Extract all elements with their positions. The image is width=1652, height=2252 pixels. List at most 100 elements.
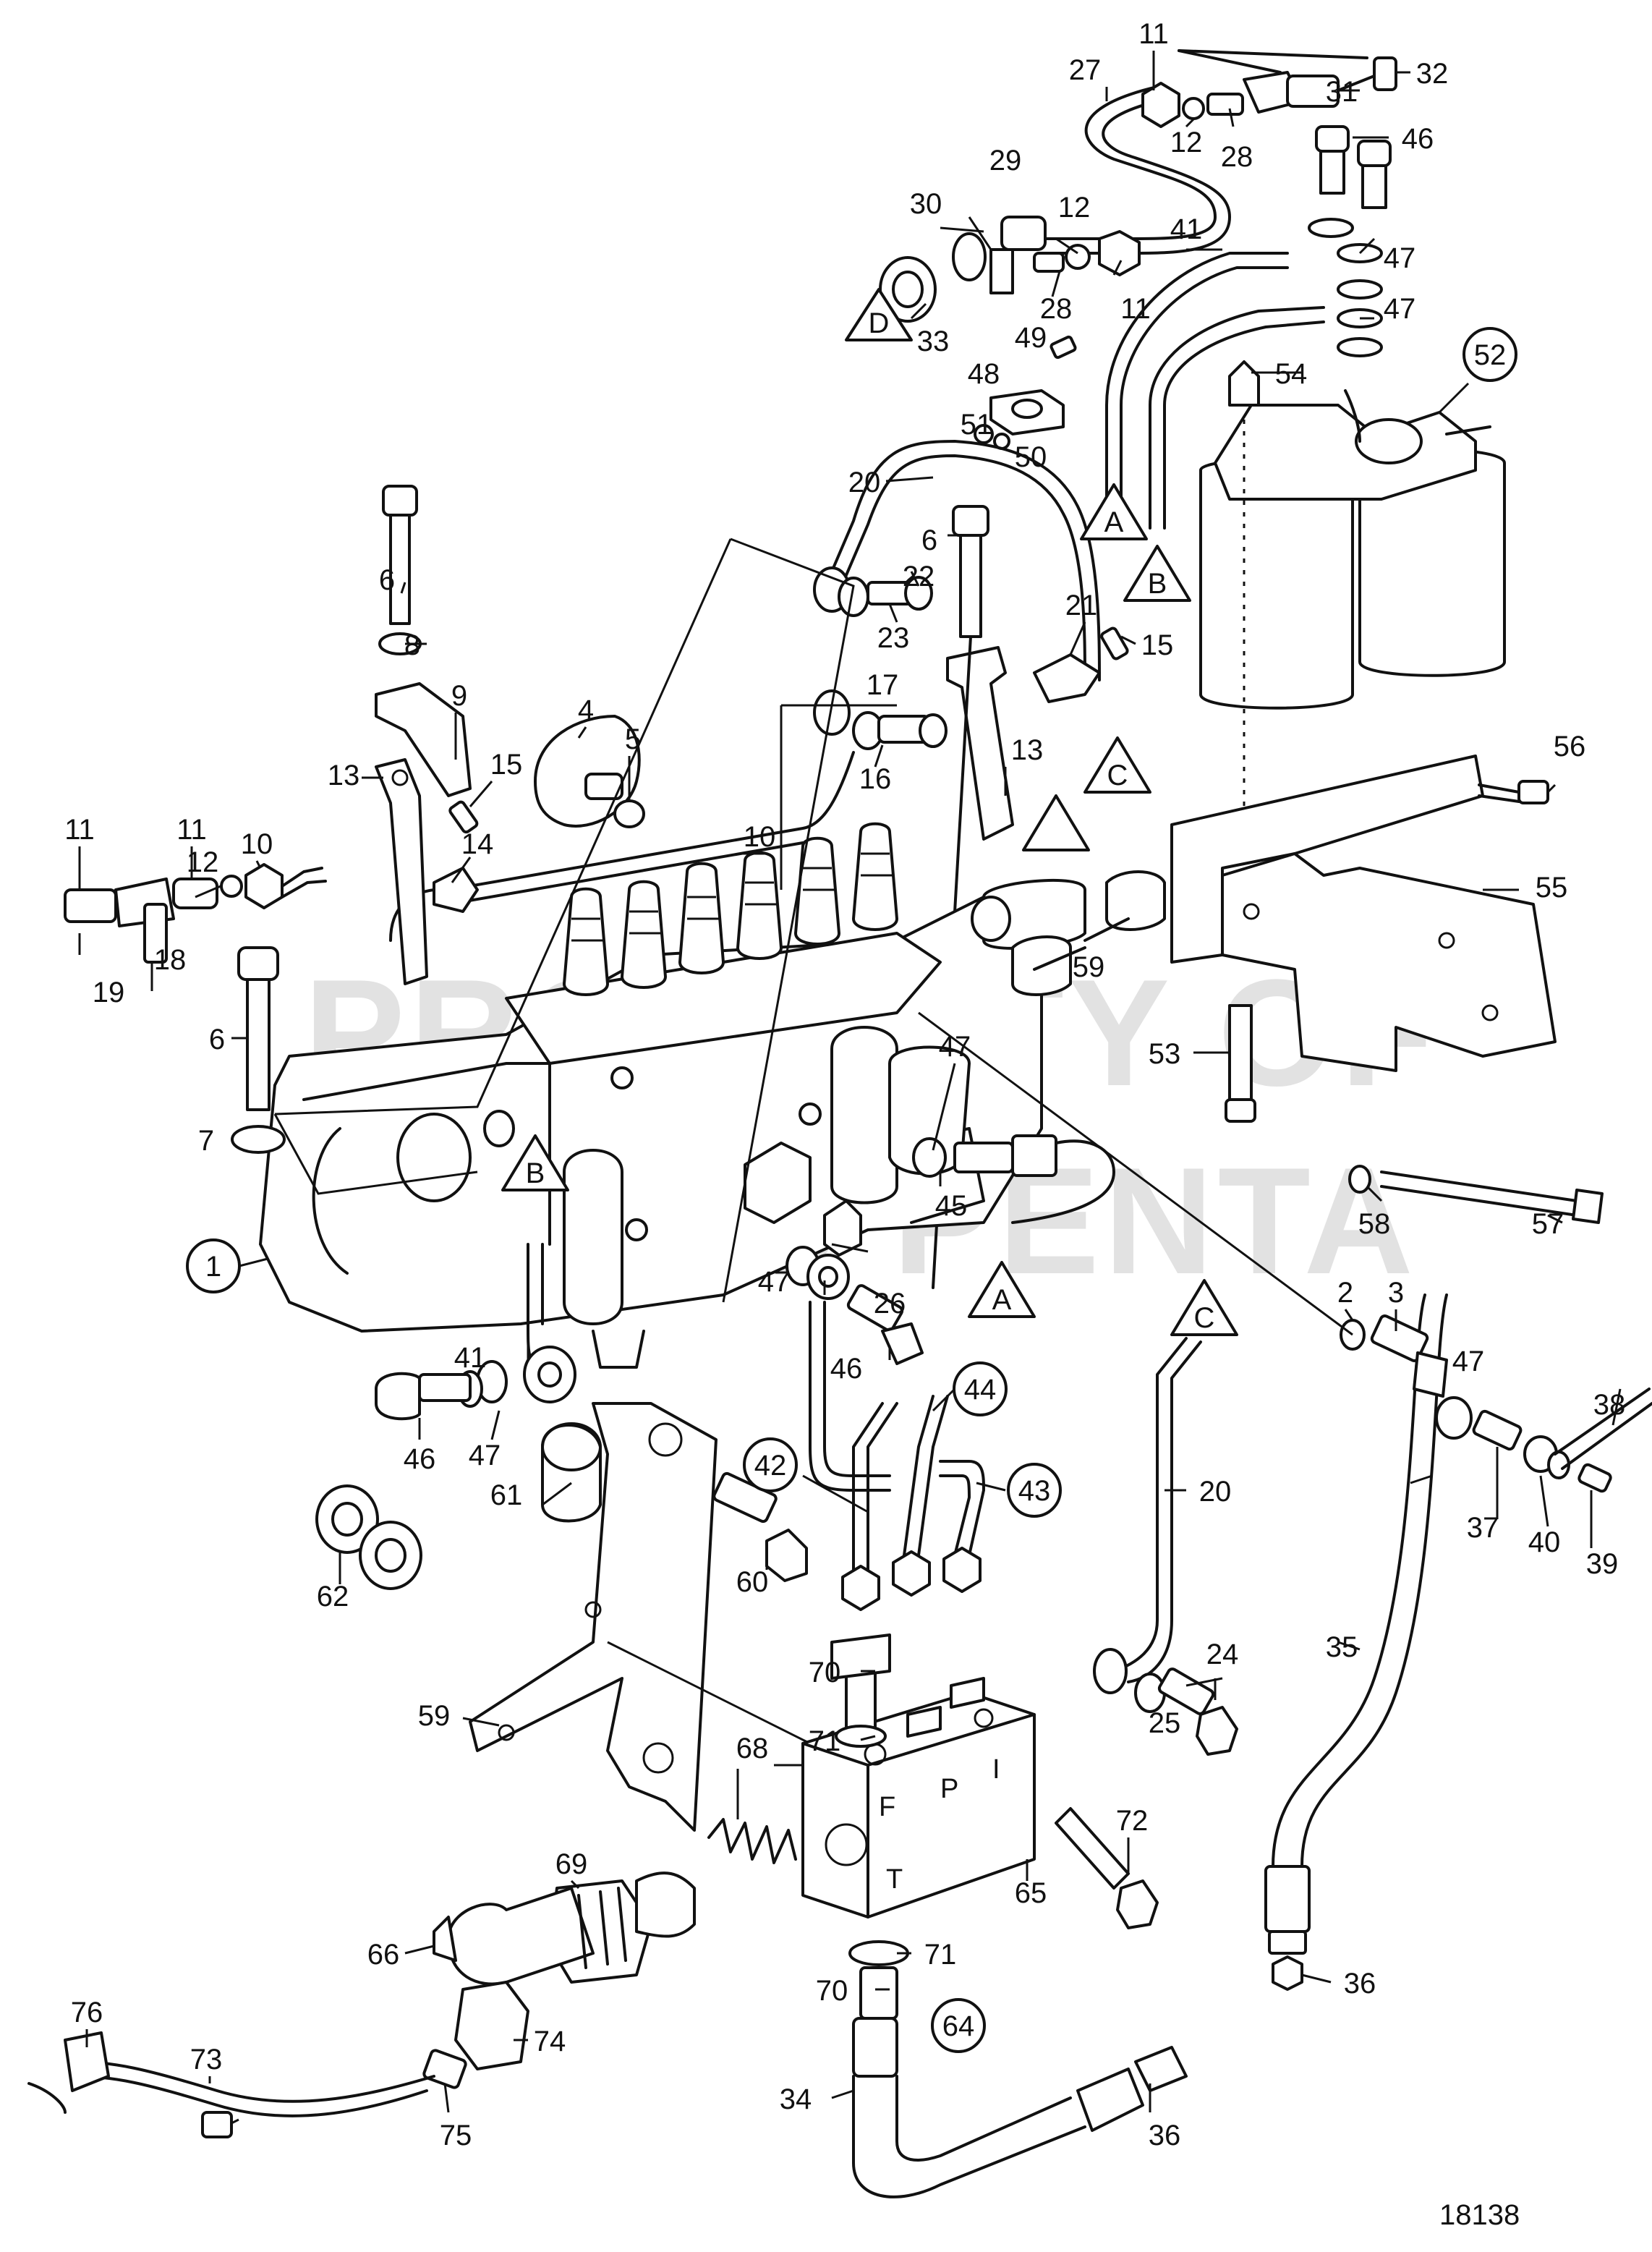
banjo-47-46-center bbox=[785, 1246, 924, 1492]
hose-34 bbox=[848, 1940, 1188, 2198]
part-label-66: 66 bbox=[367, 1939, 400, 1971]
fuel-line-to-b bbox=[1149, 306, 1325, 530]
part-label-10b: 10 bbox=[241, 828, 273, 860]
clamp-48 bbox=[974, 335, 1077, 450]
part-label-18: 18 bbox=[154, 944, 187, 976]
part-label-56: 56 bbox=[1554, 731, 1586, 762]
frame-line-left bbox=[273, 538, 732, 1195]
part-label-46c: 46 bbox=[404, 1443, 436, 1475]
connector-cable bbox=[27, 1981, 529, 2138]
circled-part-43: 43 bbox=[1007, 1463, 1062, 1518]
part-label-67: 68 bbox=[736, 1733, 769, 1764]
part-label-49: 49 bbox=[1015, 322, 1047, 354]
drawing-number: 18138 bbox=[1439, 2199, 1520, 2231]
part-label-54: 54 bbox=[1275, 358, 1308, 390]
part-label-15b: 15 bbox=[490, 749, 523, 781]
port-label-p: P bbox=[940, 1774, 958, 1804]
part-label-71: 72 bbox=[1116, 1805, 1149, 1837]
circled-part-52: 52 bbox=[1462, 327, 1517, 382]
circled-part-1: 1 bbox=[186, 1238, 268, 1293]
part-label-6b: 6 bbox=[379, 564, 395, 596]
part-label-41: 41 bbox=[1170, 213, 1203, 245]
part-label-65: 65 bbox=[1015, 1877, 1047, 1909]
part-label-30: 30 bbox=[910, 188, 942, 220]
part-label-7: 7 bbox=[198, 1125, 214, 1157]
part-label-37: 37 bbox=[1467, 1512, 1499, 1544]
part-label-11b: 11 bbox=[1120, 293, 1151, 325]
fittings-2-3-37-40 bbox=[918, 1011, 1652, 1493]
part-label-74: 75 bbox=[440, 2120, 472, 2151]
circled-part-44: 44 bbox=[953, 1361, 1008, 1416]
part-label-55: 55 bbox=[1536, 872, 1568, 904]
part-label-34: 34 bbox=[780, 2083, 812, 2115]
ref-triangle-c-top: C bbox=[1083, 736, 1151, 794]
pipe-27 bbox=[1040, 85, 1217, 240]
part-label-61: 60 bbox=[736, 1566, 769, 1598]
svg-text:B: B bbox=[526, 1157, 545, 1189]
part-label-39: 39 bbox=[1586, 1548, 1619, 1580]
part-label-8: 8 bbox=[404, 629, 420, 661]
pipe-20-upper bbox=[830, 440, 1101, 681]
part-label-11: 11 bbox=[1138, 18, 1169, 50]
part-label-11d: 11 bbox=[176, 814, 207, 846]
ref-triangle-b-lower: B bbox=[501, 1134, 569, 1191]
banjo-41-lower bbox=[375, 1243, 576, 1421]
circled-part-42: 42 bbox=[743, 1437, 798, 1492]
svg-text:C: C bbox=[1107, 760, 1128, 791]
part-label-50: 50 bbox=[1015, 441, 1047, 473]
part-label-72: 73 bbox=[190, 2044, 223, 2075]
part-label-45: 45 bbox=[935, 1190, 968, 1222]
ref-triangle-b-top: B bbox=[1123, 545, 1191, 602]
part-label-5: 5 bbox=[625, 723, 641, 755]
part-label-53: 53 bbox=[1149, 1038, 1181, 1070]
bracket-9-left bbox=[375, 485, 472, 985]
part-label-12: 12 bbox=[1170, 127, 1203, 158]
part-label-6: 6 bbox=[921, 524, 937, 556]
part-label-59: 59 bbox=[1073, 951, 1105, 983]
ref-triangle-a-top: A bbox=[1080, 483, 1148, 540]
bolt-6-lower-left bbox=[231, 946, 286, 1154]
spring-67-valve-68 bbox=[433, 1818, 797, 1986]
part-label-25: 25 bbox=[1149, 1707, 1181, 1739]
part-label-31: 31 bbox=[1326, 76, 1358, 108]
part-label-9: 9 bbox=[451, 680, 467, 712]
part-label-75: 76 bbox=[71, 1997, 103, 2028]
part-label-24: 24 bbox=[1206, 1639, 1239, 1670]
part-label-35: 35 bbox=[1326, 1631, 1358, 1663]
part-label-63: 62 bbox=[317, 1581, 349, 1612]
part-label-33: 33 bbox=[917, 326, 950, 357]
bracket-55 bbox=[971, 755, 1604, 1224]
part-label-23: 23 bbox=[877, 622, 910, 654]
ref-triangle-c-lower: C bbox=[1170, 1279, 1238, 1336]
part-label-3: 3 bbox=[1388, 1277, 1404, 1309]
part-label-15: 15 bbox=[1141, 629, 1174, 661]
part-label-17: 17 bbox=[867, 669, 899, 701]
part-label-10: 10 bbox=[744, 821, 776, 853]
svg-text:A: A bbox=[992, 1284, 1012, 1316]
pipe-20-lower bbox=[1093, 1337, 1238, 1756]
svg-text:B: B bbox=[1148, 568, 1167, 600]
part-label-47b: 47 bbox=[1384, 293, 1416, 325]
part-label-47f: 47 bbox=[1452, 1346, 1485, 1377]
svg-text:64: 64 bbox=[942, 2010, 975, 2042]
part-label-13b: 13 bbox=[1011, 734, 1044, 766]
part-label-12c: 12 bbox=[187, 846, 219, 878]
part-label-4: 4 bbox=[578, 694, 594, 726]
part-label-70b: 71 bbox=[924, 1939, 957, 1971]
part-label-40: 40 bbox=[1528, 1526, 1561, 1558]
screw-15-left bbox=[448, 800, 479, 834]
port-label-t: T bbox=[886, 1864, 903, 1895]
part-label-41b: 41 bbox=[454, 1342, 487, 1374]
part-label-6c: 6 bbox=[209, 1024, 225, 1055]
bracket-60 bbox=[315, 1402, 869, 1832]
cover-4 bbox=[534, 715, 645, 828]
part-label-19: 19 bbox=[93, 977, 125, 1008]
svg-text:D: D bbox=[869, 307, 890, 339]
part-label-47c: 47 bbox=[939, 1031, 971, 1063]
frame-line-17 bbox=[780, 704, 897, 890]
svg-text:52: 52 bbox=[1474, 339, 1507, 371]
part-label-62: 61 bbox=[490, 1479, 523, 1511]
part-label-38: 38 bbox=[1593, 1389, 1626, 1421]
part-label-51: 51 bbox=[961, 409, 993, 441]
part-label-2: 2 bbox=[1337, 1277, 1353, 1309]
